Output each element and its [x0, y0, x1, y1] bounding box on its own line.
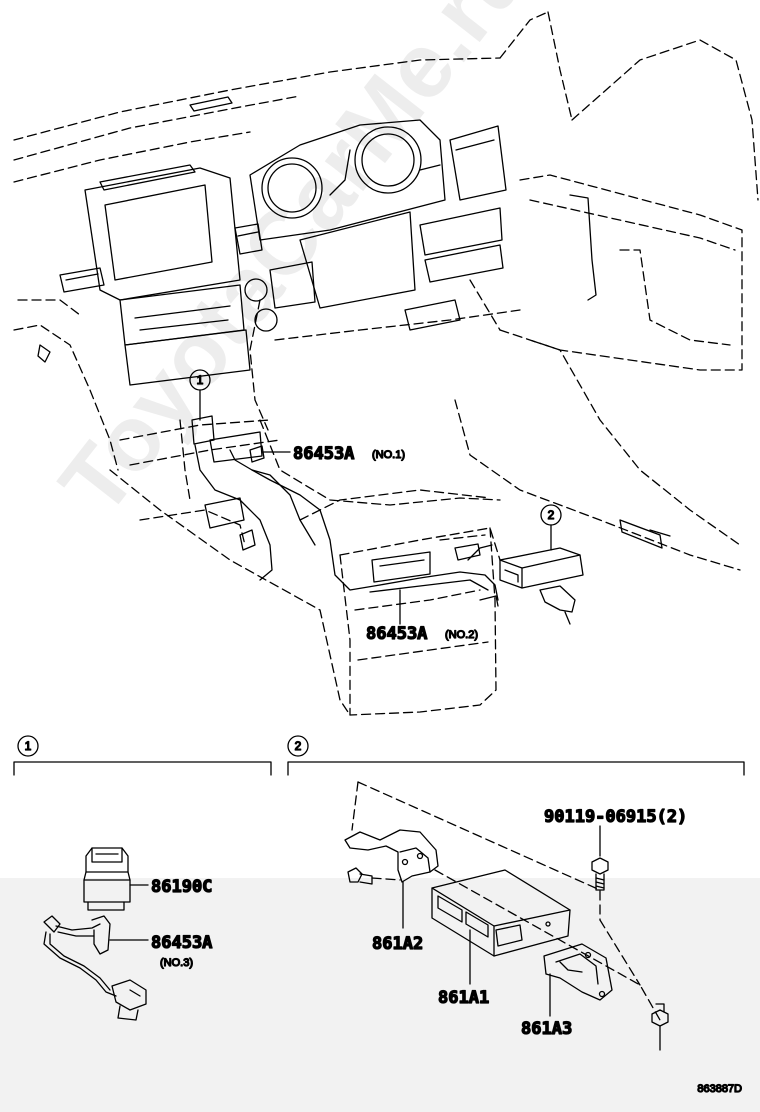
label-harness-no3-sub: (NO.3)	[160, 957, 193, 969]
unit-drawing	[431, 869, 571, 957]
label-bolt-part: 90119-06915(2)	[544, 807, 687, 827]
bracket-left-drawing	[344, 829, 439, 883]
detail-1-number: 1	[25, 739, 32, 753]
bracket-right-drawing	[543, 943, 613, 1001]
label-harness-no1-part: 86453A	[293, 444, 354, 464]
label-unit-part: 861A1	[438, 988, 489, 1008]
callout-1	[189, 369, 211, 421]
callout-2-number: 2	[548, 508, 555, 522]
bolt-lower-drawing	[651, 1003, 669, 1027]
label-harness-no2-part: 86453A	[366, 624, 427, 644]
switch-drawing	[83, 847, 131, 911]
diagram-code: 863887D	[697, 1083, 742, 1095]
harness-no3-drawing	[43, 915, 147, 1021]
detail-2-header	[287, 735, 745, 776]
label-harness-no1-sub: (NO.1)	[372, 449, 405, 461]
label-bracket-right-part: 861A3	[521, 1019, 572, 1039]
label-bracket-left-part: 861A2	[372, 934, 423, 954]
label-switch-part: 86190C	[151, 877, 212, 897]
bolt-upper-drawing	[591, 857, 609, 891]
label-harness-no2-sub: (NO.2)	[445, 629, 478, 641]
bottom-shaded-band	[0, 878, 760, 1112]
label-harness-no3-part: 86453A	[151, 933, 212, 953]
assembly-envelope	[351, 781, 661, 1021]
detail-1-header	[13, 735, 272, 776]
callout-2	[540, 504, 562, 551]
callout-1-number: 1	[197, 373, 204, 387]
detail-2-number: 2	[295, 739, 302, 753]
dashboard-illustration	[13, 11, 759, 716]
screw-left-drawing	[347, 867, 373, 885]
